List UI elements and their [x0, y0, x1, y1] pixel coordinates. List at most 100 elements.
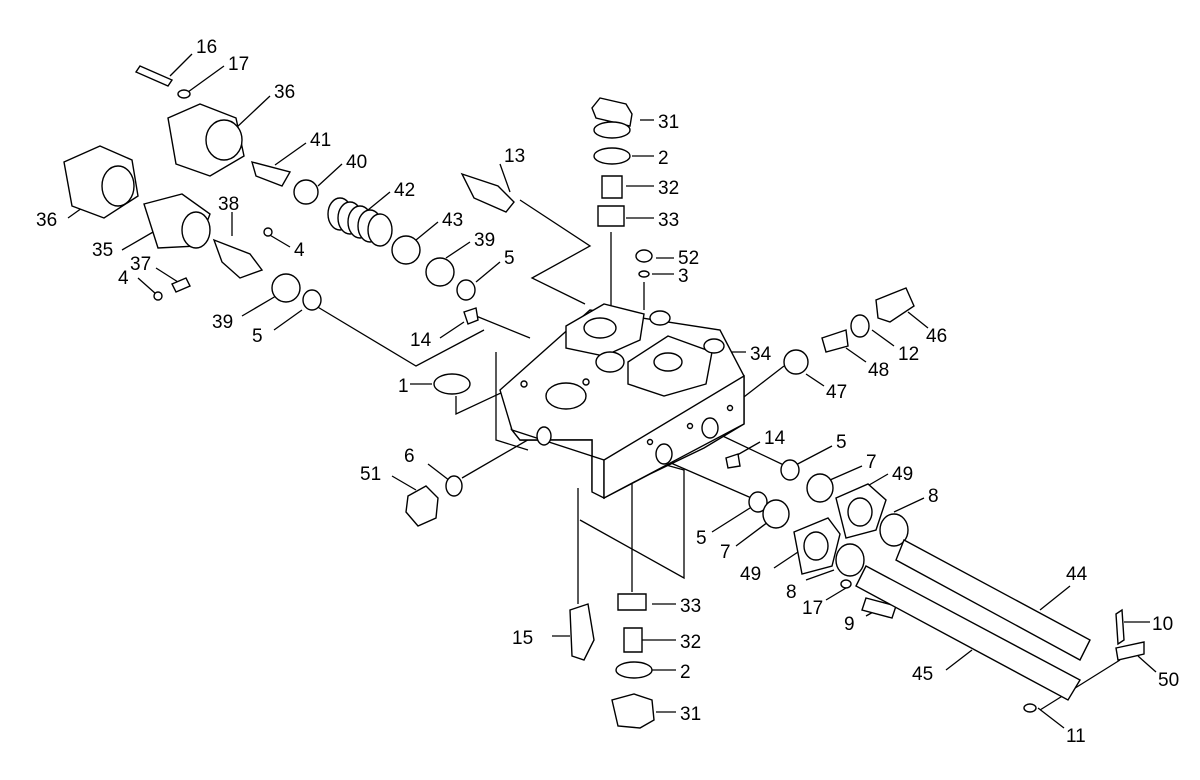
washer-39b [425, 257, 455, 287]
oring-12 [850, 314, 870, 338]
callout-43: 43 [442, 210, 463, 231]
right-lower-parts [725, 453, 1145, 713]
leader-5d [711, 507, 751, 533]
callout-35: 35 [92, 240, 113, 261]
callout-16: 16 [196, 37, 217, 58]
retainer-43 [391, 235, 421, 265]
ring-3 [638, 270, 650, 278]
callout-11: 11 [1066, 726, 1086, 747]
cover-36b-bore [101, 165, 135, 207]
callout-2: 2 [680, 662, 691, 683]
plug-51 [405, 485, 439, 527]
upper-left-parts [63, 65, 515, 395]
top-stack [591, 97, 653, 278]
leader-45 [945, 649, 973, 671]
callout-5: 5 [252, 326, 263, 347]
leader-47-route [739, 365, 785, 401]
callout-32: 32 [658, 178, 679, 199]
washer-17b [840, 579, 852, 589]
oring-1 [433, 373, 471, 395]
pin-50 [1115, 641, 1145, 661]
top-port-hole [583, 317, 617, 339]
callout-7: 7 [720, 542, 731, 563]
spring-32b [623, 627, 643, 653]
flange-49a-bore [847, 497, 873, 527]
callout-15: 15 [512, 628, 533, 649]
leader-43 [415, 221, 439, 241]
callout-4: 4 [118, 268, 129, 289]
plug-31a [591, 97, 633, 127]
callout-41: 41 [310, 130, 331, 151]
top-small-boss [649, 310, 671, 326]
callout-labels: 16 17 36 36 41 40 42 38 35 4 4 37 43 39 … [36, 37, 1179, 747]
spring-42 [327, 197, 393, 247]
callout-31: 31 [658, 112, 679, 133]
callout-14: 14 [410, 330, 432, 351]
plug-31b [611, 693, 655, 729]
leader-5a [475, 261, 501, 283]
leader-36a [235, 95, 271, 129]
right-port-1 [655, 443, 673, 465]
leader-37 [155, 267, 179, 283]
callout-14: 14 [764, 428, 786, 449]
washer-17 [177, 89, 191, 99]
oring-5d [748, 491, 768, 513]
leader-46 [907, 311, 929, 329]
seal-8a [879, 513, 909, 547]
leader-41 [274, 142, 307, 166]
leader-40 [317, 163, 343, 187]
spring-48 [821, 329, 849, 353]
callout-45: 45 [912, 664, 933, 685]
spring-32a [601, 175, 623, 199]
leader-14a [439, 321, 465, 339]
leader-51 [391, 475, 417, 491]
callout-42: 42 [394, 180, 415, 201]
oring-6 [445, 475, 463, 497]
plug-52 [635, 249, 653, 263]
callout-5: 5 [696, 528, 707, 549]
callout-37: 37 [130, 254, 151, 275]
sensor-15 [569, 603, 595, 661]
right-upper-parts [783, 287, 915, 375]
callout-5: 5 [504, 248, 515, 269]
cap-47 [783, 349, 809, 375]
leader-1-route [455, 383, 521, 416]
leader-7a [829, 465, 863, 481]
callout-49: 49 [740, 564, 761, 585]
callout-39: 39 [474, 230, 495, 251]
bolt-hole-2 [582, 378, 590, 386]
spool-45 [855, 565, 1081, 701]
leader-17a [187, 65, 225, 93]
oring-5c [780, 459, 800, 481]
boss-34 [703, 338, 725, 354]
bolt-hole-1 [520, 380, 528, 388]
callout-50: 50 [1158, 670, 1179, 691]
leader-5b-route [315, 305, 485, 367]
leader-7b [735, 521, 769, 547]
ball-4a [153, 291, 163, 301]
callout-38: 38 [218, 194, 239, 215]
leader-8a [893, 497, 925, 513]
plug-46 [875, 287, 915, 323]
callout-9: 9 [844, 614, 855, 635]
leader-4a [137, 277, 157, 295]
leader-8b [805, 569, 835, 581]
callout-32: 32 [680, 632, 701, 653]
callout-51: 51 [360, 464, 381, 485]
top-boss [595, 351, 625, 373]
callout-7: 7 [866, 452, 877, 473]
bolt-hole-4 [686, 422, 694, 430]
callout-4: 4 [294, 240, 305, 261]
leader-44 [1039, 585, 1071, 611]
leader-box-left [495, 352, 529, 451]
plug-31a-thread [593, 121, 631, 139]
leader-11 [1037, 707, 1065, 729]
sensor-13 [460, 172, 515, 213]
callout-12: 12 [898, 344, 919, 365]
retainer-40 [293, 179, 319, 205]
leader-5b [273, 309, 303, 331]
leader-13 [499, 163, 511, 193]
valve-body-left-face [509, 428, 605, 500]
